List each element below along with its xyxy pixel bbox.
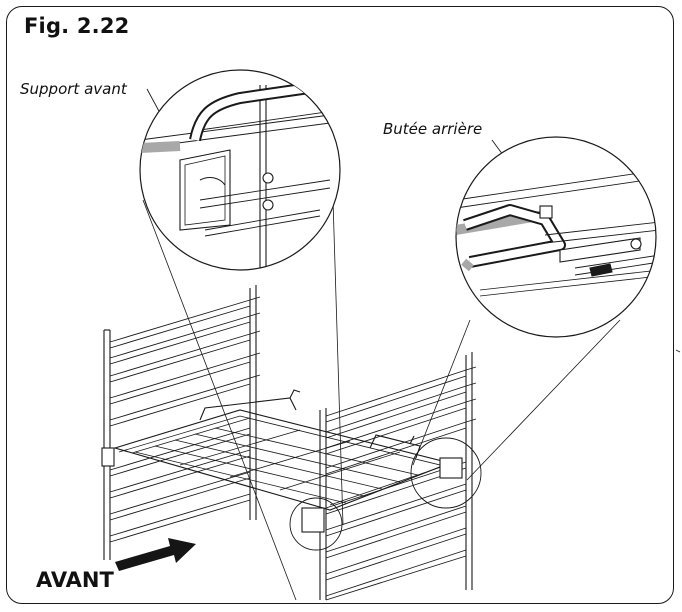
- connector-right-2: [466, 319, 621, 481]
- zoom-marker-right: [410, 437, 482, 509]
- wire-shelf: [113, 389, 463, 533]
- figure-frame: [6, 6, 674, 604]
- corner-mark: [675, 349, 681, 353]
- label-front-support: Support avant: [20, 80, 127, 98]
- connector-right-1: [412, 319, 471, 466]
- side-rack-right: [319, 352, 477, 601]
- label-rear-stop: Butée arrière: [383, 120, 483, 138]
- magnifier-rear-stop: [455, 136, 657, 338]
- magnifier-front-support: [139, 69, 341, 271]
- arrow-right-icon: [115, 538, 196, 571]
- side-rack-left: [101, 285, 261, 560]
- zoom-markers: [289, 437, 482, 551]
- figure-title: Fig. 2.22: [24, 14, 130, 38]
- zoom-marker-left: [289, 497, 343, 551]
- connector-left-2: [332, 199, 344, 526]
- label-front: AVANT: [36, 568, 114, 592]
- connector-left-1: [142, 199, 297, 601]
